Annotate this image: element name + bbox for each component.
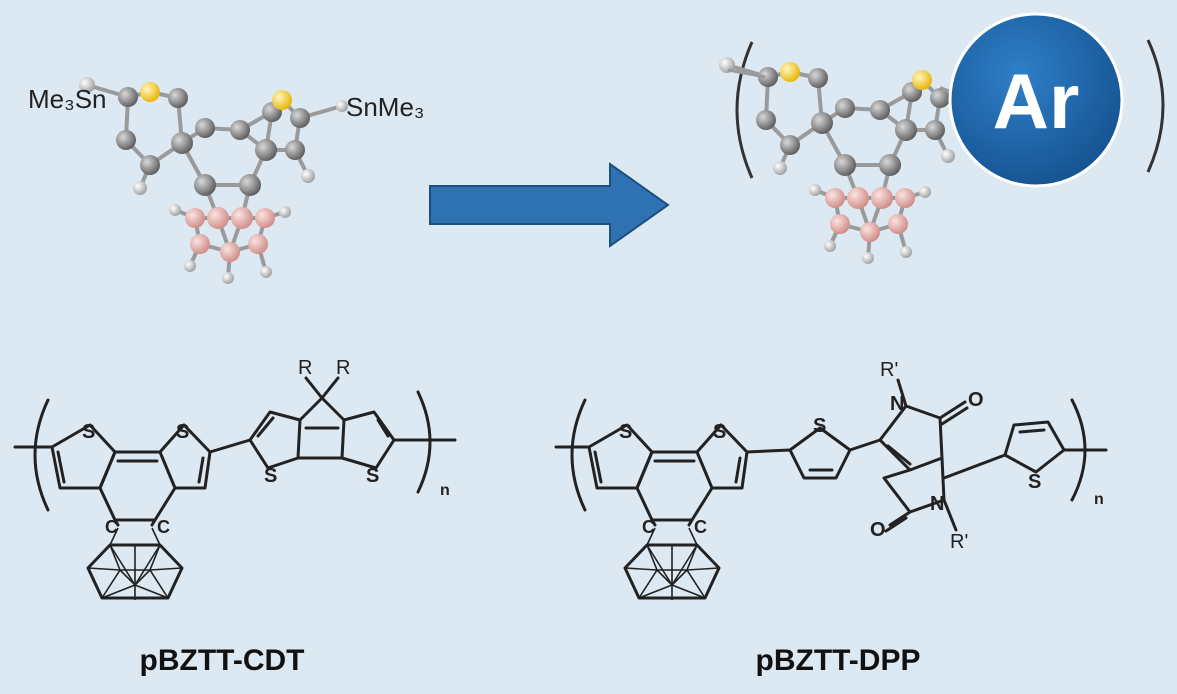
svg-text:N: N (890, 393, 904, 415)
polymer-end-bond (727, 68, 766, 79)
svg-text:S: S (713, 421, 726, 443)
ar-circle (948, 12, 1124, 188)
svg-text:R: R (298, 357, 312, 379)
svg-text:C: C (157, 517, 170, 537)
svg-text:n: n (440, 482, 450, 499)
svg-text:S: S (619, 421, 632, 443)
svg-text:S: S (264, 465, 277, 487)
left-substituent-label: Me₃Sn (28, 84, 107, 114)
polymer-3d-model (717, 55, 990, 266)
svg-text:R: R (336, 357, 350, 379)
monomer-3d-model (77, 75, 350, 286)
right-bracket (1146, 39, 1165, 173)
pbztt-dpp-label: pBZTT-DPP (756, 644, 921, 677)
svg-text:C: C (694, 517, 707, 537)
svg-text:S: S (176, 421, 189, 443)
right-substituent-label: SnMe₃ (346, 92, 425, 122)
svg-text:O: O (968, 389, 984, 411)
pbztt-dpp-structure: S S C C S N N O O R' R' S n (554, 359, 1108, 602)
svg-text:R': R' (880, 359, 898, 381)
ar-label: Ar (993, 57, 1080, 145)
svg-text:R': R' (950, 531, 968, 553)
svg-text:C: C (105, 517, 118, 537)
svg-text:N: N (930, 493, 944, 515)
pbztt-cdt-structure: S S C C R R S S n (13, 357, 457, 602)
svg-text:n: n (1094, 491, 1104, 508)
svg-text:C: C (642, 517, 655, 537)
pbztt-cdt-label: pBZTT-CDT (140, 644, 305, 677)
reaction-arrow (429, 162, 670, 248)
svg-text:S: S (813, 415, 826, 437)
svg-text:O: O (870, 519, 886, 541)
svg-text:S: S (1028, 471, 1041, 493)
svg-text:S: S (366, 465, 379, 487)
left-bracket (735, 41, 754, 179)
svg-text:S: S (82, 421, 95, 443)
